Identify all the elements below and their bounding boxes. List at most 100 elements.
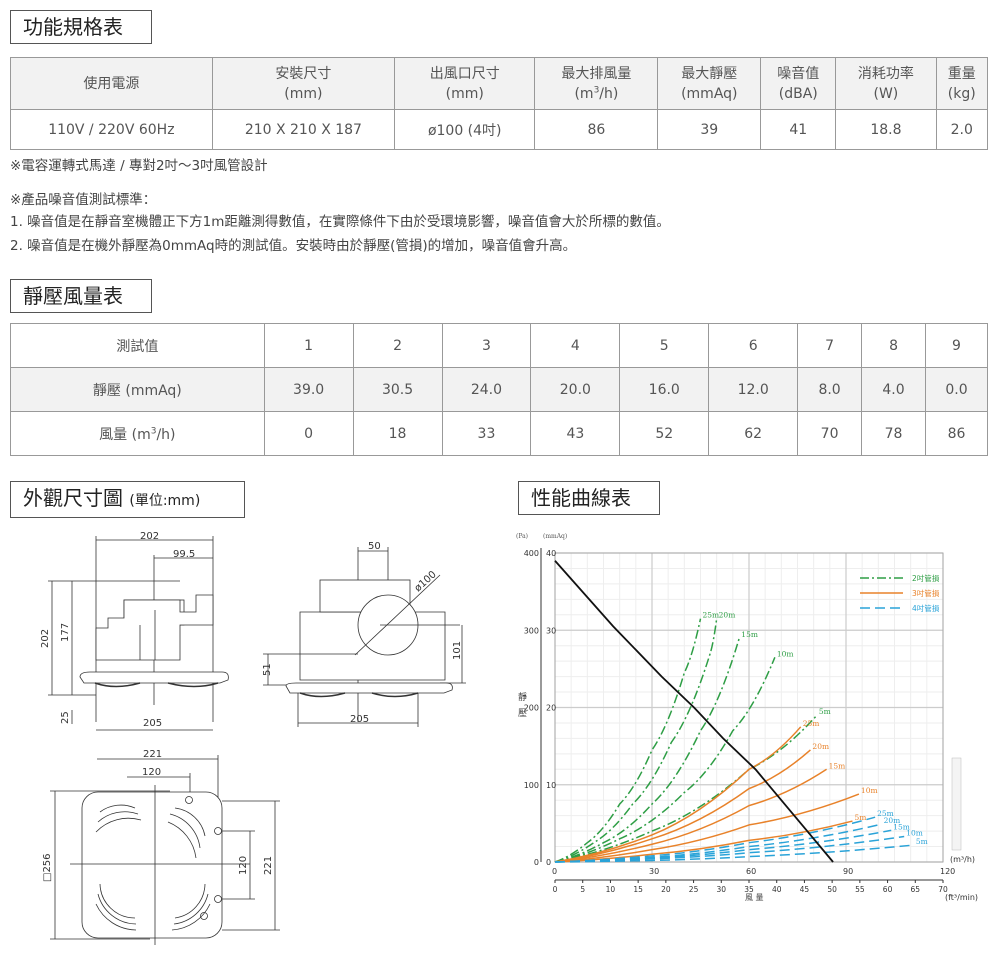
legend-label: 4吋管損 [912, 603, 940, 613]
series-line [554, 749, 811, 863]
pressure-value: 24.0 [441, 367, 532, 412]
pressure-value: 30.5 [352, 367, 443, 412]
x-tick-cfm: 20 [661, 885, 671, 894]
test-point: 7 [797, 323, 863, 368]
series-line [554, 793, 860, 863]
x-tick-cfm: 70 [938, 885, 948, 894]
flow-section-title: 靜壓風量表 [10, 279, 152, 313]
test-point: 9 [925, 323, 988, 368]
flow-value: 78 [861, 411, 926, 456]
series-line [554, 618, 702, 863]
flow-row: 風量 (m3/h) 0 18 33 43 52 62 70 78 86 [10, 411, 988, 456]
flow-value: 70 [797, 411, 863, 456]
test-point: 1 [263, 323, 354, 368]
dim-front-panel-width: 205 [350, 714, 369, 725]
test-point: 8 [861, 323, 926, 368]
header-outlet-size: 出風口尺寸(mm) [394, 57, 536, 110]
dim-side-offset: 99.5 [173, 549, 195, 560]
plot-frame [554, 552, 944, 863]
test-point: 6 [708, 323, 799, 368]
dim-side-height-total: 202 [40, 629, 51, 648]
test-point: 4 [530, 323, 621, 368]
y-tick-mmaq: 20 [546, 704, 556, 713]
value-power-consumption: 18.8 [835, 109, 937, 150]
dim-front-duct-height: 101 [452, 641, 463, 660]
y-tick-mmaq: 10 [546, 781, 556, 790]
value-weight: 2.0 [935, 109, 989, 150]
series-line [554, 844, 914, 863]
spec-note-noise-title: ※產品噪音值測試標準： [10, 192, 157, 208]
series-label: 10m [861, 786, 878, 795]
dim-bottom-width-inner: 120 [142, 767, 161, 778]
x-label: 風 量 [745, 893, 764, 902]
pressure-value: 39.0 [263, 367, 354, 412]
y-tick-mmaq: 40 [546, 549, 556, 558]
series-line [554, 768, 828, 863]
dim-front-duct-diameter: ø100 [413, 569, 439, 594]
spec-value-row: 110V / 220V 60Hz 210 X 210 X 187 ø100 (4… [10, 109, 989, 150]
vertical-annotation [951, 757, 962, 851]
x-tick-cfm: 10 [606, 885, 616, 894]
series-label: 20m [719, 611, 736, 620]
header-power: 使用電源 [10, 57, 213, 110]
header-max-pressure: 最大靜壓(mmAq) [657, 57, 762, 110]
legend-label: 3吋管損 [912, 588, 940, 598]
x-tick-m3h: 60 [746, 867, 756, 876]
dim-side-panel-height: 25 [60, 711, 71, 724]
y-tick-pa: 0 [534, 858, 539, 867]
bottom-view-drawing: 221 120 □256 120 221 [42, 749, 280, 945]
series-label: 25m [803, 719, 820, 728]
series-label: 20m [884, 816, 901, 825]
y-tick-mmaq: 0 [546, 858, 551, 867]
series-line [554, 726, 802, 863]
value-noise: 41 [760, 109, 837, 150]
series-line [554, 637, 741, 863]
series-label: 10m [906, 829, 923, 838]
series-label: 15m [741, 630, 758, 639]
test-point-row: 測試值 1 2 3 4 5 6 7 8 9 [10, 323, 988, 368]
x-tick-m3h: 30 [649, 867, 659, 876]
x-tick-cfm: 0 [553, 885, 558, 894]
x-tick-cfm: 5 [580, 885, 585, 894]
y-label: 壓 [518, 708, 527, 719]
y-tick-pa: 100 [524, 781, 539, 790]
series-label: 25m [703, 611, 720, 620]
header-power-consumption: 消耗功率(W) [835, 57, 937, 110]
front-view-drawing: 50 ø100 101 51 205 [262, 541, 466, 727]
series-line [554, 714, 818, 863]
header-weight: 重量(kg) [935, 57, 989, 110]
header-install-size: 安裝尺寸(mm) [211, 57, 396, 110]
spec-note-noise-1: 1. 噪音值是在靜音室機體正下方1m距離測得數值，在實際條件下由於受環境影響，噪… [10, 214, 670, 230]
x-tick-m3h: 0 [552, 867, 557, 876]
dimension-section-title: 外觀尺寸圖 (單位:mm) [10, 481, 245, 518]
y-label: 靜 [518, 691, 527, 703]
chart-section-title: 性能曲線表 [518, 481, 660, 515]
pressure-value: 20.0 [530, 367, 621, 412]
test-point: 5 [619, 323, 710, 368]
x-tick-m3h: 120 [940, 867, 955, 876]
series-line [554, 618, 718, 863]
dim-front-base-height: 51 [262, 663, 273, 676]
value-max-pressure: 39 [657, 109, 762, 150]
test-point: 3 [441, 323, 532, 368]
x-tick-cfm: 65 [911, 885, 921, 894]
y-tick-pa: 300 [524, 626, 539, 635]
dim-side-panel-width: 205 [143, 718, 162, 729]
x-tick-cfm: 40 [772, 885, 782, 894]
x-tick-cfm: 55 [855, 885, 865, 894]
series-label: 20m [812, 742, 829, 751]
pressure-value: 0.0 [925, 367, 988, 412]
value-max-airflow: 86 [534, 109, 659, 150]
x-tick-m3h: 90 [843, 867, 853, 876]
value-outlet-size: ø100 (4吋) [394, 109, 536, 150]
spec-header-row: 使用電源 安裝尺寸(mm) 出風口尺寸(mm) 最大排風量(m3/h) 最大靜壓… [10, 57, 989, 110]
flow-value: 0 [263, 411, 354, 456]
dim-bottom-height-inner: 120 [238, 856, 249, 875]
y-unit-mmaq: (mmAq) [543, 533, 567, 540]
y-tick-mmaq: 30 [546, 626, 556, 635]
pressure-row: 靜壓 (mmAq) 39.0 30.5 24.0 20.0 16.0 12.0 … [10, 367, 988, 412]
series-label: 10m [777, 649, 794, 658]
dim-side-height-body: 177 [60, 623, 71, 642]
dim-bottom-width-outer: 221 [143, 749, 162, 760]
x-unit-m3h: (m³/h) [950, 855, 975, 864]
